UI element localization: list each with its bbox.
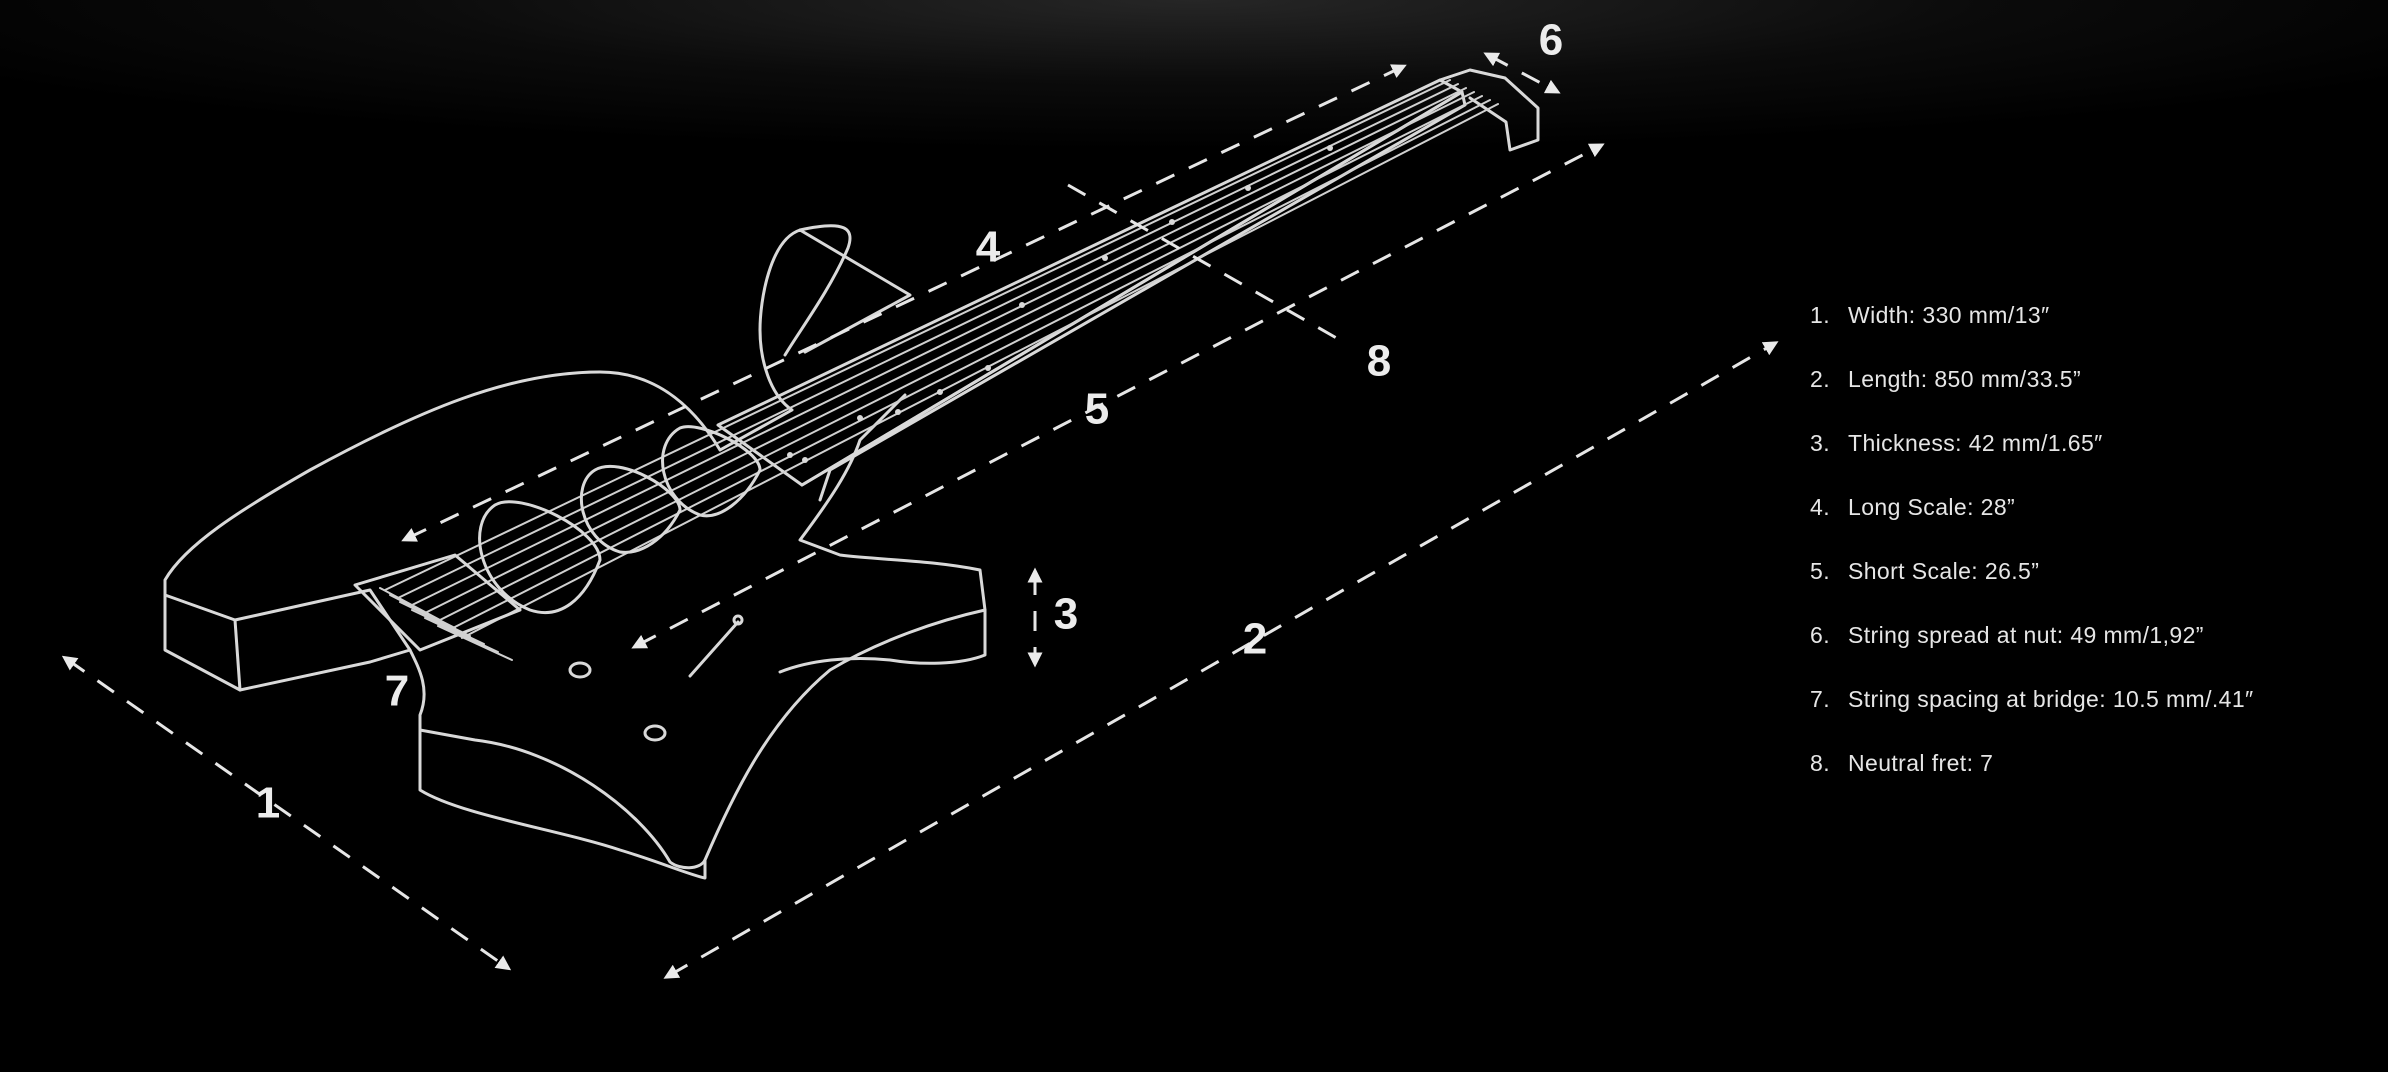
headpiece	[1438, 68, 1540, 152]
dimension-line-short-scale	[631, 143, 1605, 649]
spec-item-long-scale: 4.Long Scale: 28”	[1810, 494, 2016, 520]
dimension-line-width	[61, 655, 512, 971]
knob-tone	[643, 724, 667, 742]
spec-item-neutral-fret: 8.Neutral fret: 7	[1810, 750, 1994, 776]
spec-item-short-scale: 5.Short Scale: 26.5”	[1810, 558, 2040, 584]
dimension-line-string-spread	[1483, 52, 1561, 94]
dimension-line-long-scale	[401, 64, 1407, 542]
spec-item-string-spacing: 7.String spacing at bridge: 10.5 mm/.41″	[1810, 686, 2254, 712]
spec-list: 1.Width: 330 mm/13″ 2.Length: 850 mm/33.…	[1810, 295, 2254, 807]
dimension-line-neutral-fret	[1067, 183, 1341, 342]
hardware	[353, 425, 762, 742]
spec-item-thickness: 3.Thickness: 42 mm/1.65″	[1810, 430, 2103, 456]
bridge-saddles	[379, 587, 513, 661]
callout-4: 4	[976, 223, 1001, 272]
spec-item-width: 1.Width: 330 mm/13″	[1810, 302, 2050, 328]
spec-item-length: 2.Length: 850 mm/33.5”	[1810, 366, 2082, 392]
pickup-bridge	[478, 500, 602, 615]
pickup-selector	[688, 620, 740, 678]
callout-1: 1	[256, 779, 280, 828]
callout-8: 8	[1367, 337, 1391, 386]
selector-tip	[732, 614, 744, 626]
callout-7: 7	[385, 667, 409, 716]
knob-volume	[568, 661, 592, 679]
bridge-plate	[353, 553, 522, 652]
neck-side	[800, 90, 1467, 502]
horn-upper	[783, 224, 852, 357]
dimension-lines	[61, 52, 1779, 979]
spec-item-string-spread: 6.String spread at nut: 49 mm/1,92”	[1810, 622, 2204, 648]
callout-3: 3	[1054, 590, 1078, 639]
callout-2: 2	[1243, 615, 1267, 664]
callout-6: 6	[1539, 16, 1563, 65]
strings	[384, 79, 1499, 639]
body-top-outline	[163, 228, 987, 870]
callout-numbers: 1 2 3 4 5 6 7 8	[256, 16, 1563, 828]
body-side-front	[238, 648, 707, 880]
guitar-neck	[384, 68, 1540, 639]
callout-5: 5	[1085, 385, 1109, 434]
